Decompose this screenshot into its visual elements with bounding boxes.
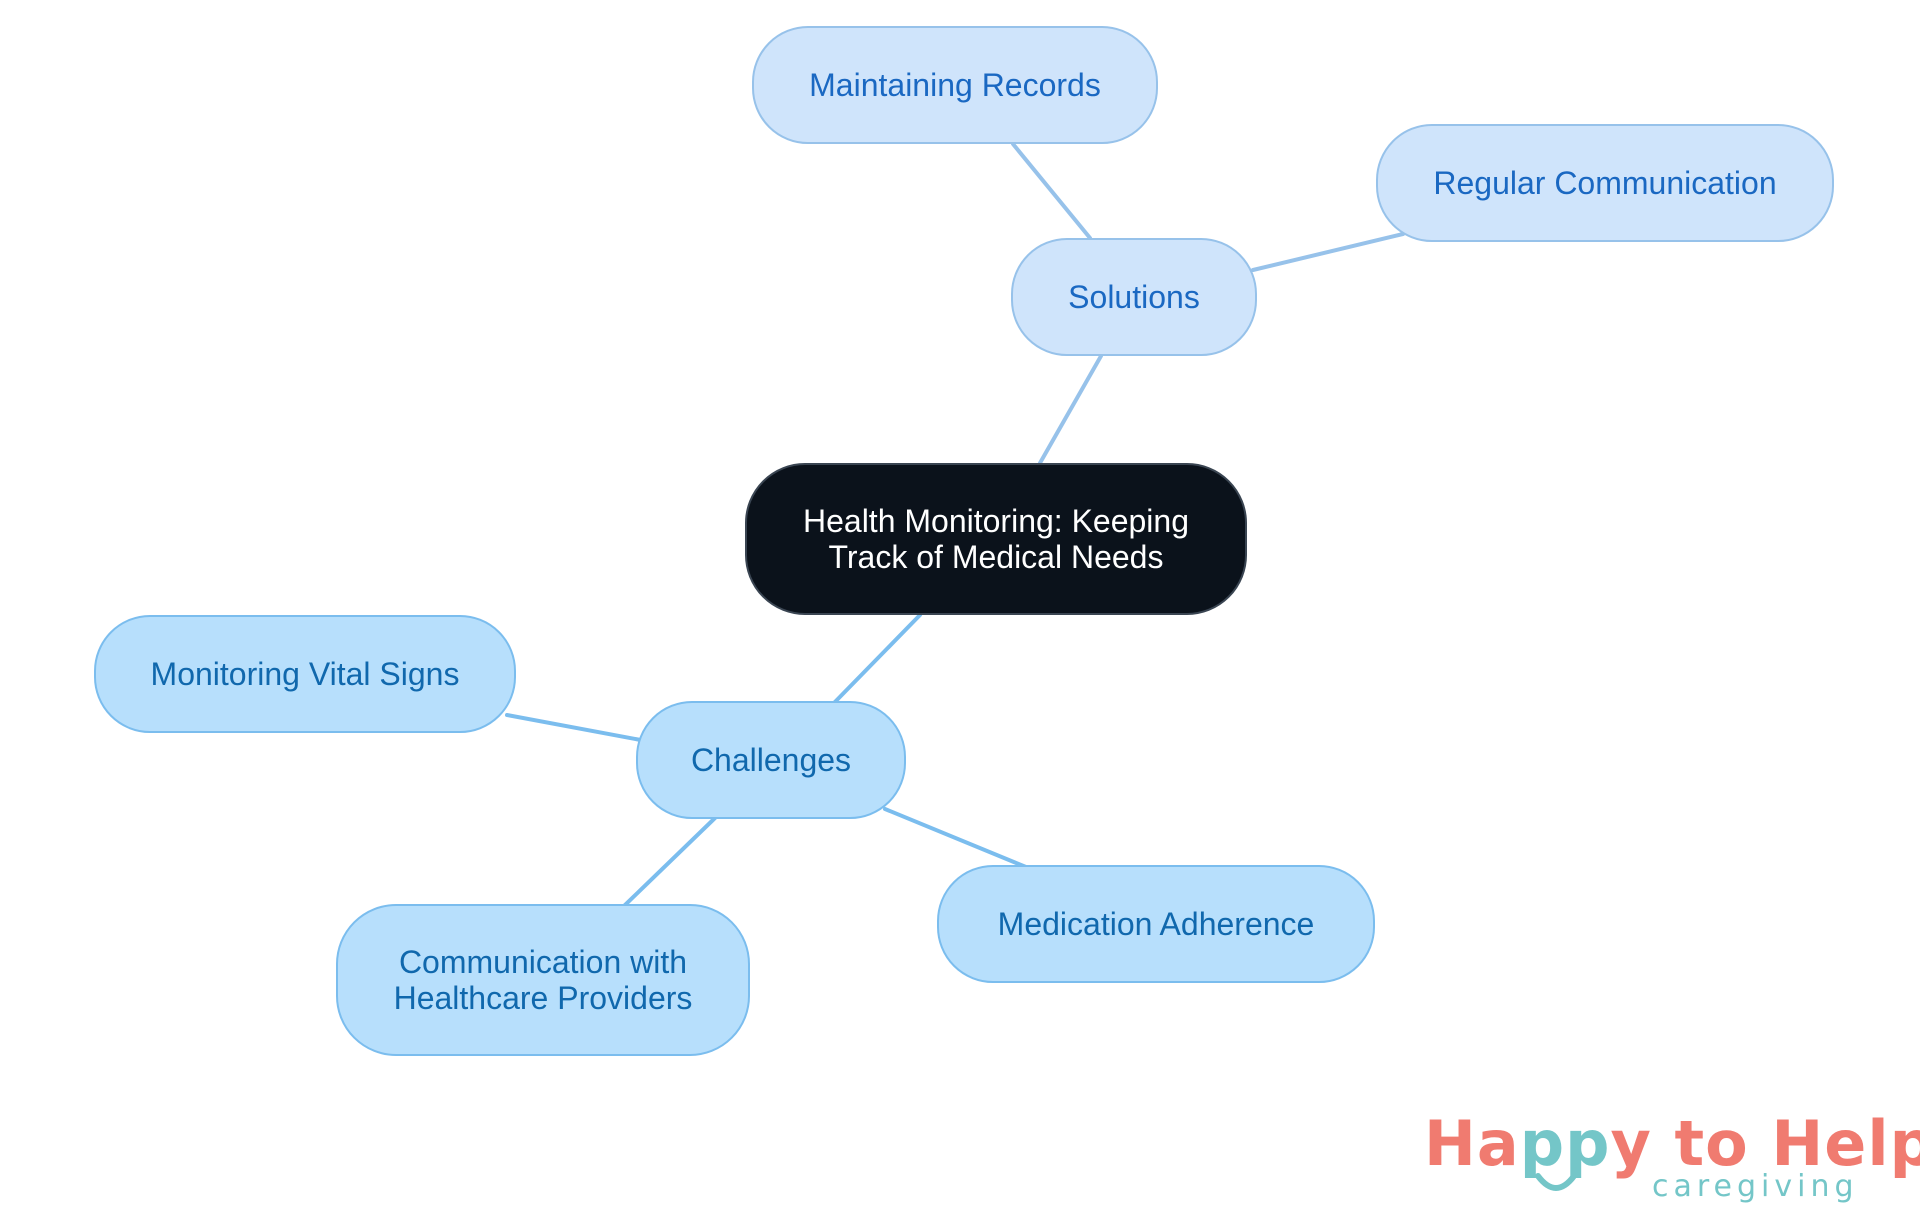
happy-to-help-logo: Happy to Help caregiving	[1424, 1108, 1920, 1208]
medication-adherence-node: Medication Adherence	[937, 865, 1375, 983]
edge-challenges-medication	[883, 807, 1028, 869]
monitoring-vital-signs-node: Monitoring Vital Signs	[94, 615, 516, 733]
edge-root-solutions	[1038, 354, 1103, 465]
root-label: Health Monitoring: Keeping Track of Medi…	[802, 503, 1189, 575]
logo-wordmark: Happy to Help	[1424, 1107, 1920, 1180]
root-node: Health Monitoring: Keeping Track of Medi…	[745, 463, 1247, 615]
maintaining-records-label: Maintaining Records	[809, 67, 1101, 103]
challenges-label: Challenges	[690, 742, 852, 778]
medication-adherence-label: Medication Adherence	[997, 906, 1315, 942]
edge-root-challenges	[830, 613, 922, 707]
logo-subtext: caregiving	[1652, 1169, 1859, 1204]
edge-challenges-vital	[505, 713, 648, 743]
communication-providers-node: Communication with Healthcare Providers	[336, 904, 750, 1056]
solutions-node: Solutions	[1011, 238, 1257, 356]
edge-solutions-maintaining	[1011, 142, 1092, 240]
regular-communication-node: Regular Communication	[1376, 124, 1834, 242]
solutions-label: Solutions	[1068, 279, 1200, 315]
edge-solutions-regular	[1251, 232, 1405, 272]
regular-communication-label: Regular Communication	[1433, 165, 1777, 201]
edge-challenges-comm	[622, 816, 717, 908]
maintaining-records-node: Maintaining Records	[752, 26, 1158, 144]
monitoring-vital-signs-label: Monitoring Vital Signs	[150, 656, 460, 692]
smile-icon	[1535, 1173, 1577, 1191]
communication-providers-label: Communication with Healthcare Providers	[393, 944, 693, 1016]
challenges-node: Challenges	[636, 701, 906, 819]
